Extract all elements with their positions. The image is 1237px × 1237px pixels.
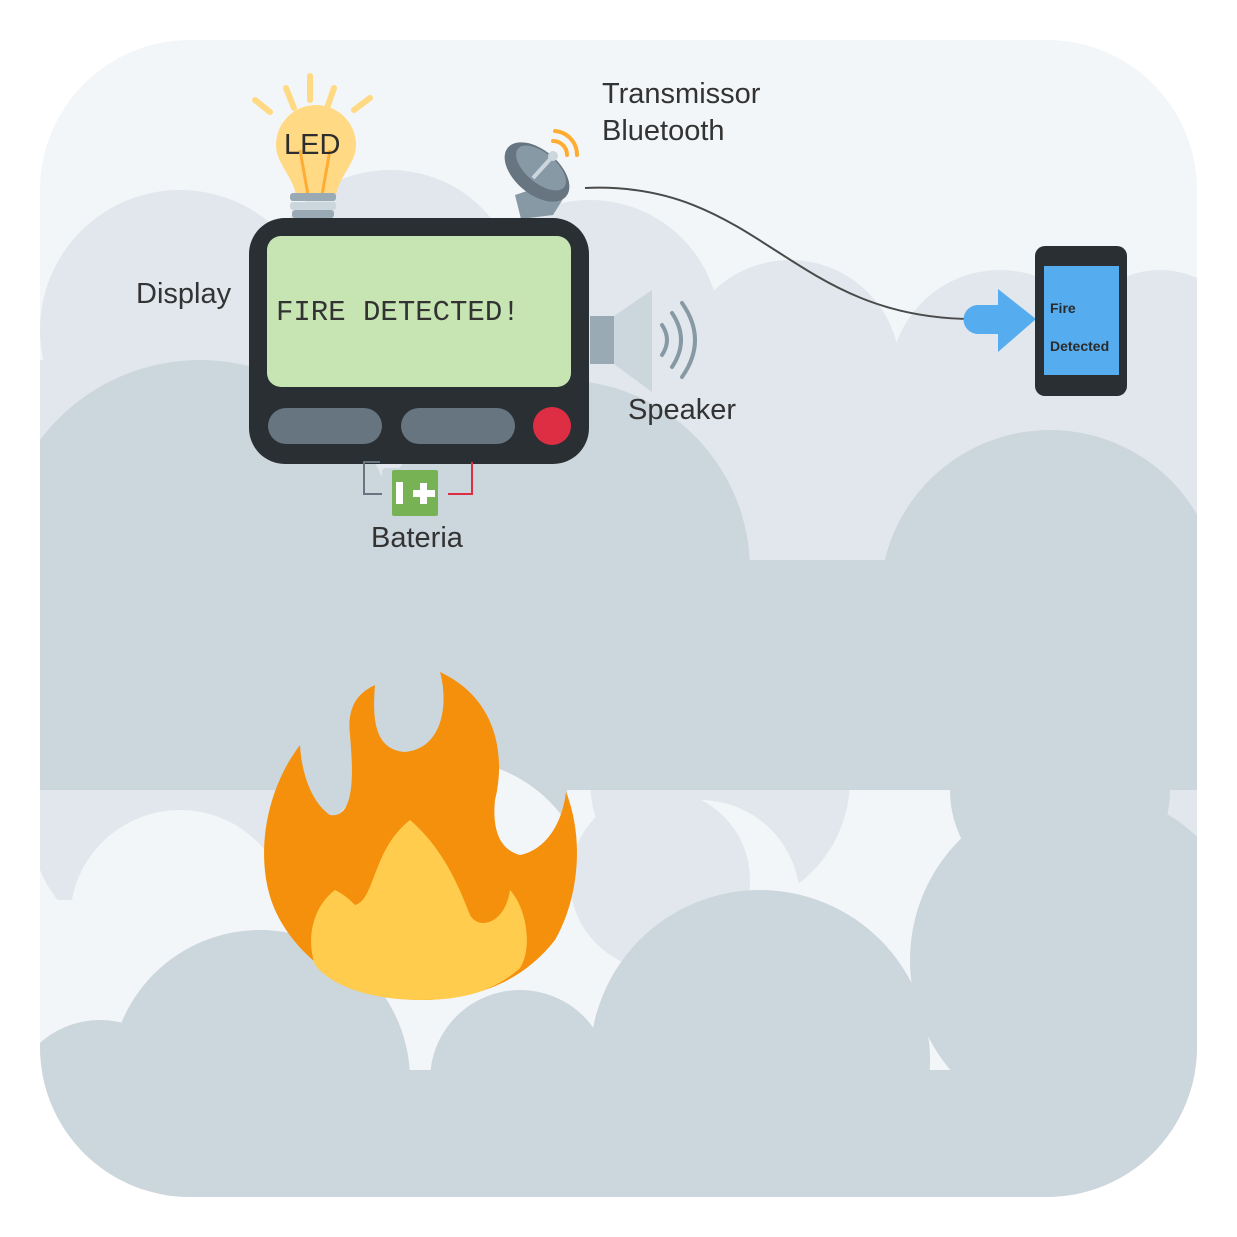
led-label: LED [284, 129, 341, 161]
pager-screen [267, 236, 571, 387]
speaker-label: Speaker [628, 394, 737, 426]
pager-screen-text: FIRE DETECTED! [276, 296, 520, 329]
satellite-dish-icon [504, 129, 580, 219]
arrow-right-icon [963, 289, 1036, 352]
phone-screen-text: Fire Detected [1050, 280, 1120, 375]
alarm-button[interactable] [533, 407, 571, 445]
smartphone-icon [1035, 246, 1127, 396]
lightbulb-icon [252, 73, 373, 218]
phone-screen-line1: Fire [1050, 300, 1076, 316]
transmitter-label: Transmissor Bluetooth [602, 76, 760, 150]
transmitter-label-line1: Transmissor [602, 78, 761, 110]
pager-button-middle[interactable] [401, 408, 515, 444]
transmitter-label-line2: Bluetooth [602, 115, 725, 147]
phone-screen-line2: Detected [1050, 338, 1110, 354]
battery-icon [363, 461, 473, 518]
bluetooth-link-line [584, 186, 976, 321]
fire-icon [264, 672, 577, 1000]
pager-device [249, 218, 589, 464]
phone-screen [1044, 266, 1119, 375]
speaker-icon [590, 290, 697, 392]
smoke-cloud-icon [40, 40, 1197, 1197]
battery-label: Bateria [371, 522, 463, 554]
pager-button-left[interactable] [268, 408, 382, 444]
display-label: Display [136, 278, 232, 310]
